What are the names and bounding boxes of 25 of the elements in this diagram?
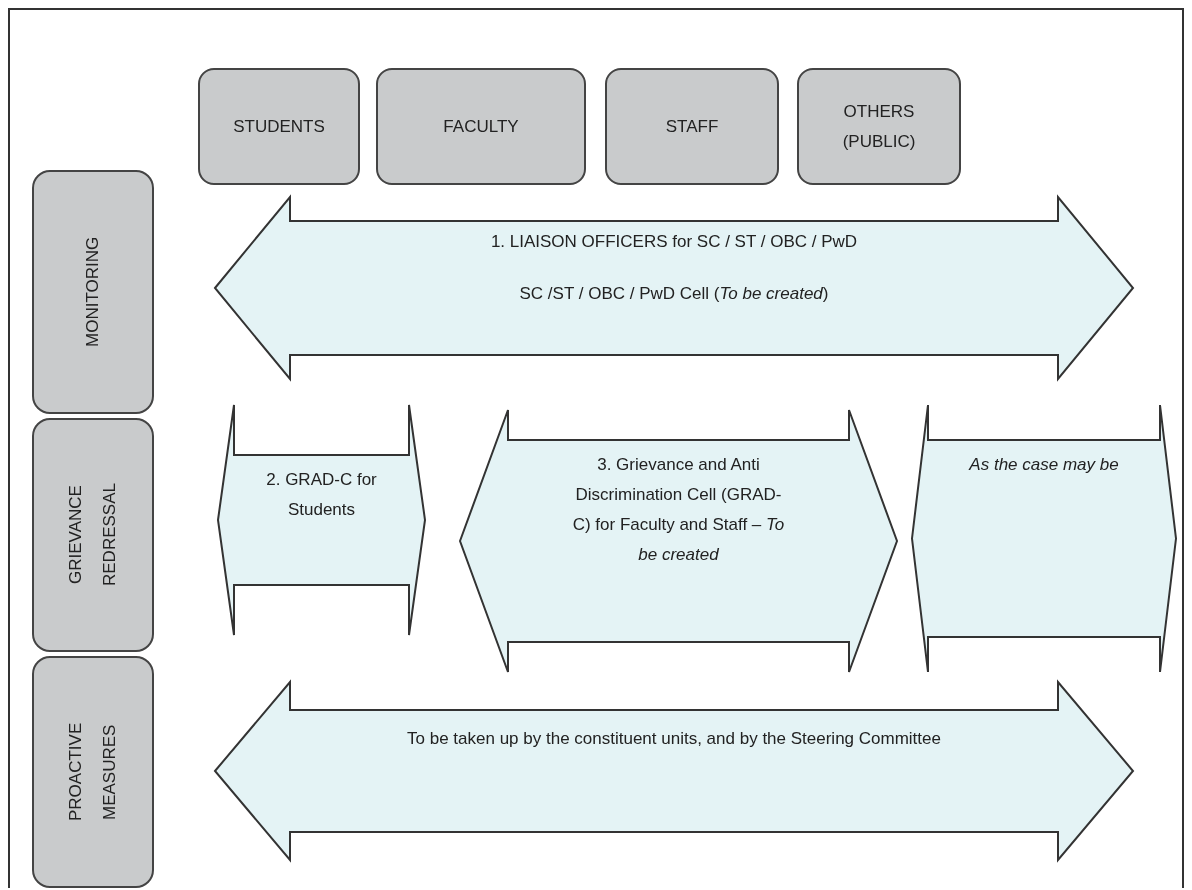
box-label: GRIEVANCE REDRESSAL: [65, 482, 120, 589]
group-box: [605, 68, 779, 185]
double-pointed-banner: [912, 405, 1176, 672]
double-pointed-banner: [215, 197, 1133, 379]
group-box: [198, 68, 360, 185]
arrow-label: 3. Grievance and Anti Discrimination Cell (GRAD-C) for Faculty and Staff – To be created: [571, 454, 786, 566]
arrow-label: To be taken up by the constituent units, and by the Steering Committee: [407, 728, 941, 750]
box-label: FACULTY: [442, 115, 520, 138]
row-header-box: [32, 656, 154, 888]
row-header-box: [32, 170, 154, 414]
double-pointed-banner: [215, 682, 1133, 860]
arrow-label: 1. LIAISON OFFICERS for SC / ST / OBC / PwD: [490, 231, 858, 253]
box-label: MONITORING: [82, 235, 103, 350]
group-box: [376, 68, 586, 185]
group-box: [797, 68, 961, 185]
box-label: OTHERS (PUBLIC): [841, 100, 917, 153]
box-label: PROACTIVE MEASURES: [65, 721, 120, 824]
box-label: STUDENTS: [232, 115, 326, 138]
arrow-label: SC /ST / OBC / PwD Cell (To be created): [519, 283, 829, 305]
arrow-label: 2. GRAD-C for Students: [265, 469, 378, 521]
arrow-label: As the case may be: [969, 454, 1119, 476]
row-header-box: [32, 418, 154, 652]
double-pointed-banner: [460, 410, 897, 672]
box-label: STAFF: [664, 115, 720, 138]
double-pointed-banner: [218, 405, 425, 635]
